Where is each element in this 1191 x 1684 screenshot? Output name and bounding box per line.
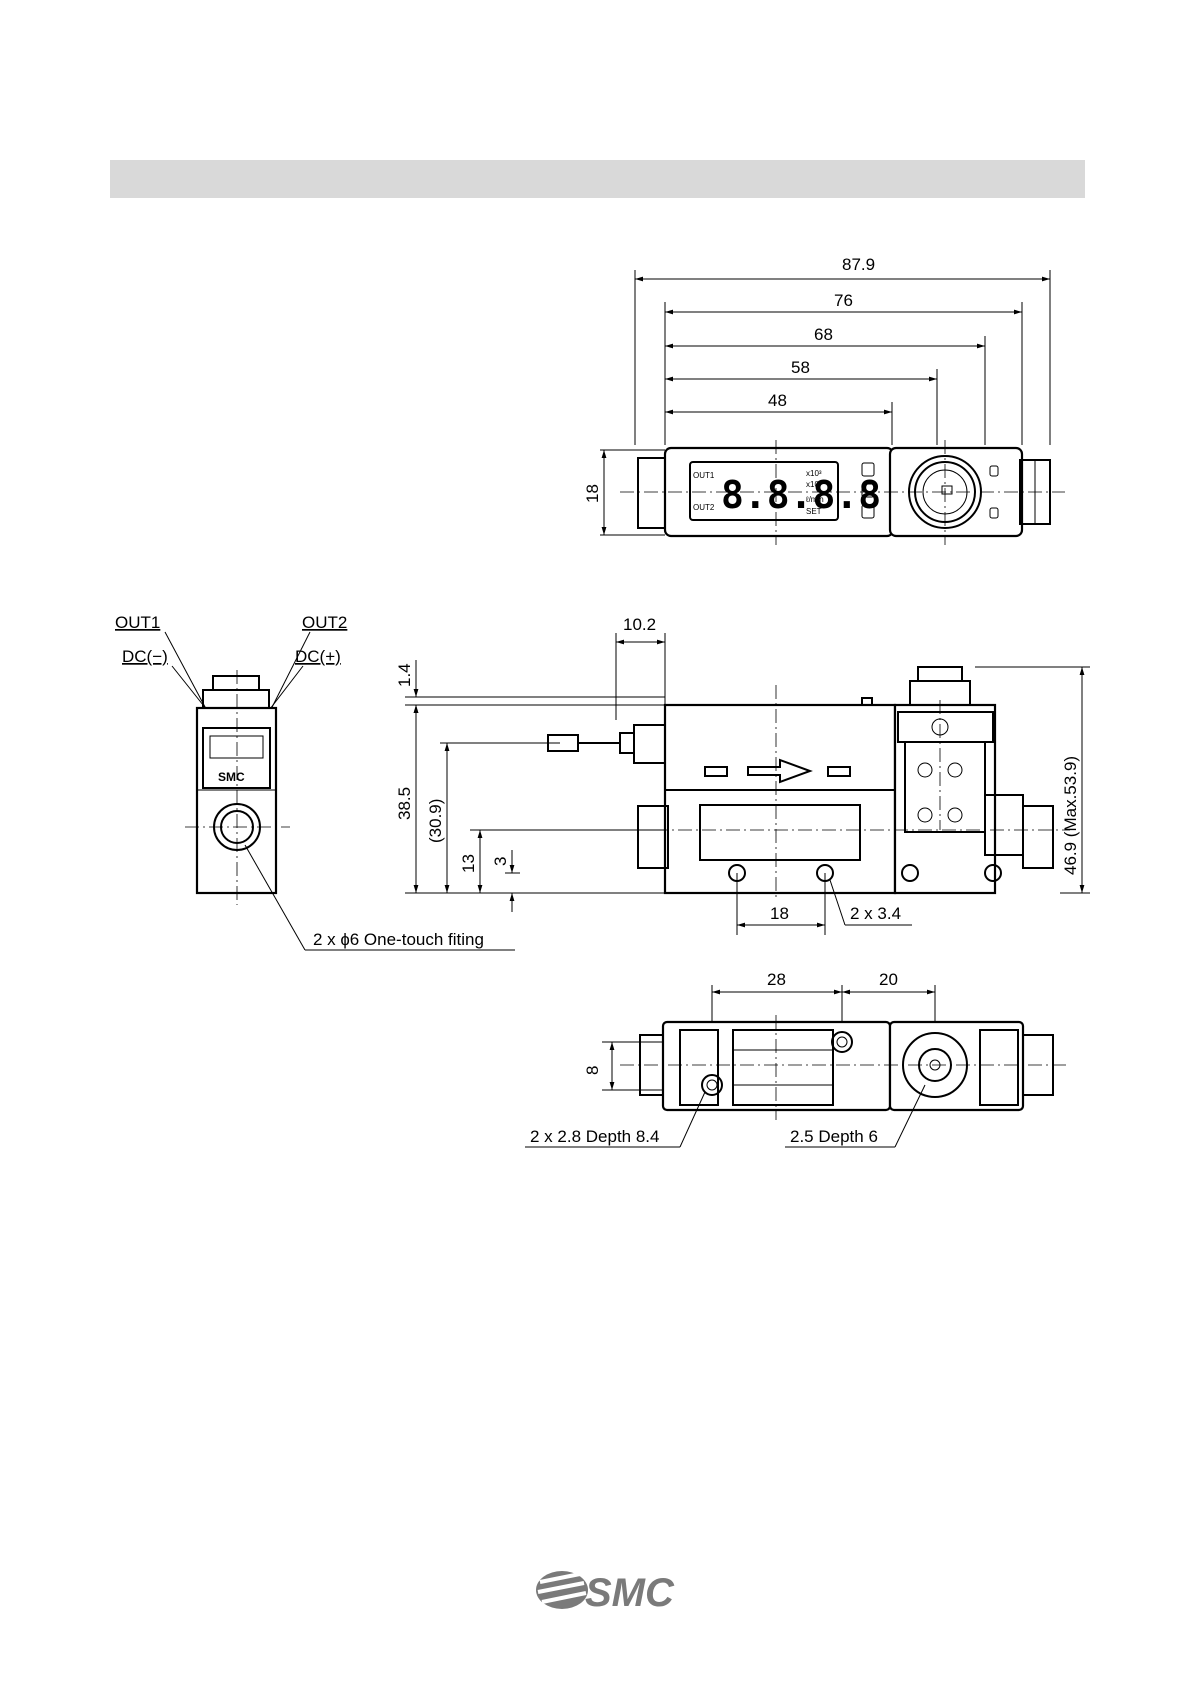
smc-logo-text: SMC [585,1571,675,1615]
smc-logo-mark [536,1571,588,1609]
